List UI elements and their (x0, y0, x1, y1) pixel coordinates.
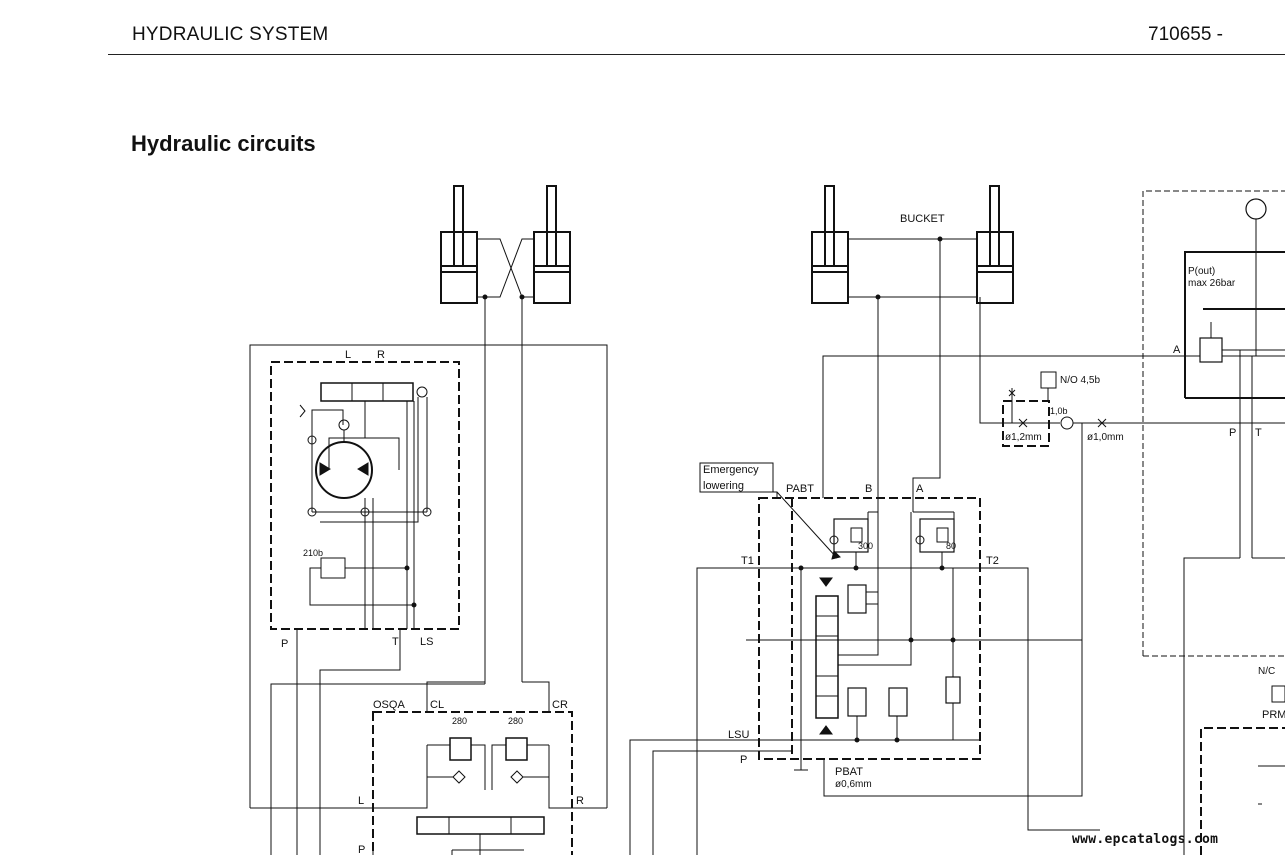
label-emergency-1: Emergency (703, 464, 759, 476)
label-orifice-06: ø0,6mm (835, 779, 872, 790)
label-bucket: BUCKET (900, 213, 945, 225)
section-title: Hydraulic circuits (131, 131, 316, 156)
label-b: B (865, 483, 872, 495)
label-a-main: A (916, 483, 924, 495)
main-control-valve (629, 355, 1190, 855)
label-t-right: T (1255, 427, 1262, 439)
label-80: 80 (946, 541, 956, 551)
label-1-0b: 1,0b (1050, 406, 1068, 416)
bucket-cylinders (811, 185, 1014, 498)
label-l-osqa: L (358, 795, 364, 807)
osqa-valve (250, 681, 607, 855)
emergency-lowering-box (699, 462, 774, 493)
label-orifice-12: ø1,2mm (1005, 432, 1042, 443)
label-r: R (377, 349, 385, 361)
header-title: HYDRAULIC SYSTEM (132, 24, 329, 45)
label-lsu: LSU (728, 729, 749, 741)
label-300: 300 (858, 541, 873, 551)
label-no-switch: N/O 4,5b (1060, 375, 1100, 386)
label-l: L (345, 349, 351, 361)
label-pbat: PBAT (835, 766, 863, 778)
label-t-left: T (392, 636, 399, 648)
label-emergency-2: lowering (703, 480, 744, 492)
label-osqa: OSQA (373, 699, 405, 711)
label-t2: T2 (986, 555, 999, 567)
label-280a: 280 (452, 716, 467, 726)
pressure-out-block (1142, 190, 1285, 855)
label-p-left: P (281, 638, 288, 650)
label-pabt: PABT (786, 483, 814, 495)
label-a-right: A (1173, 344, 1181, 356)
label-pout-1: P(out) (1188, 266, 1215, 277)
document-code: 710655 - (1148, 24, 1224, 45)
label-p-osqa: P (358, 844, 365, 855)
label-cr: CR (552, 699, 568, 711)
steering-cylinders (440, 185, 571, 682)
label-orifice-10: ø1,0mm (1087, 432, 1124, 443)
label-cl: CL (430, 699, 444, 711)
steering-unit (249, 344, 608, 855)
label-ls: LS (420, 636, 433, 648)
label-prm: PRM (1262, 709, 1285, 721)
orifice-block (979, 297, 1285, 447)
label-t1: T1 (741, 555, 754, 567)
label-p-main: P (740, 754, 747, 766)
label-p-right: P (1229, 427, 1236, 439)
header-divider (108, 54, 1285, 55)
watermark: www.epcatalogs.com (1072, 832, 1219, 847)
label-nc: N/C (1258, 666, 1275, 677)
label-relief-210: 210b (303, 548, 323, 558)
label-280b: 280 (508, 716, 523, 726)
label-pout-2: max 26bar (1188, 278, 1236, 289)
label-r-osqa: R (576, 795, 584, 807)
